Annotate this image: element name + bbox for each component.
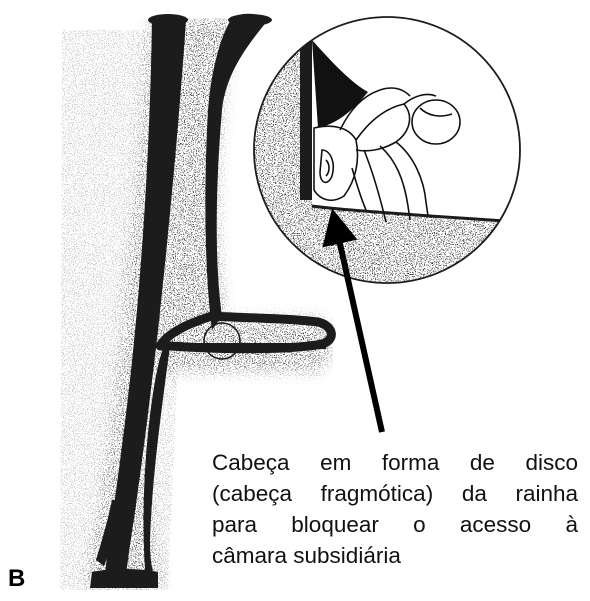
caption: Cabeça em forma de disco (cabeça fragmót… (212, 447, 578, 571)
caption-line-2: (cabeça fragmótica) da rainha (212, 478, 578, 509)
caption-line-3: para bloquear o acesso à (212, 509, 578, 540)
caption-line-4: câmara subsidiária (212, 540, 578, 571)
magnified-inset (254, 17, 540, 300)
caption-line-1: Cabeça em forma de disco (212, 447, 578, 478)
panel-label: B (8, 565, 25, 593)
